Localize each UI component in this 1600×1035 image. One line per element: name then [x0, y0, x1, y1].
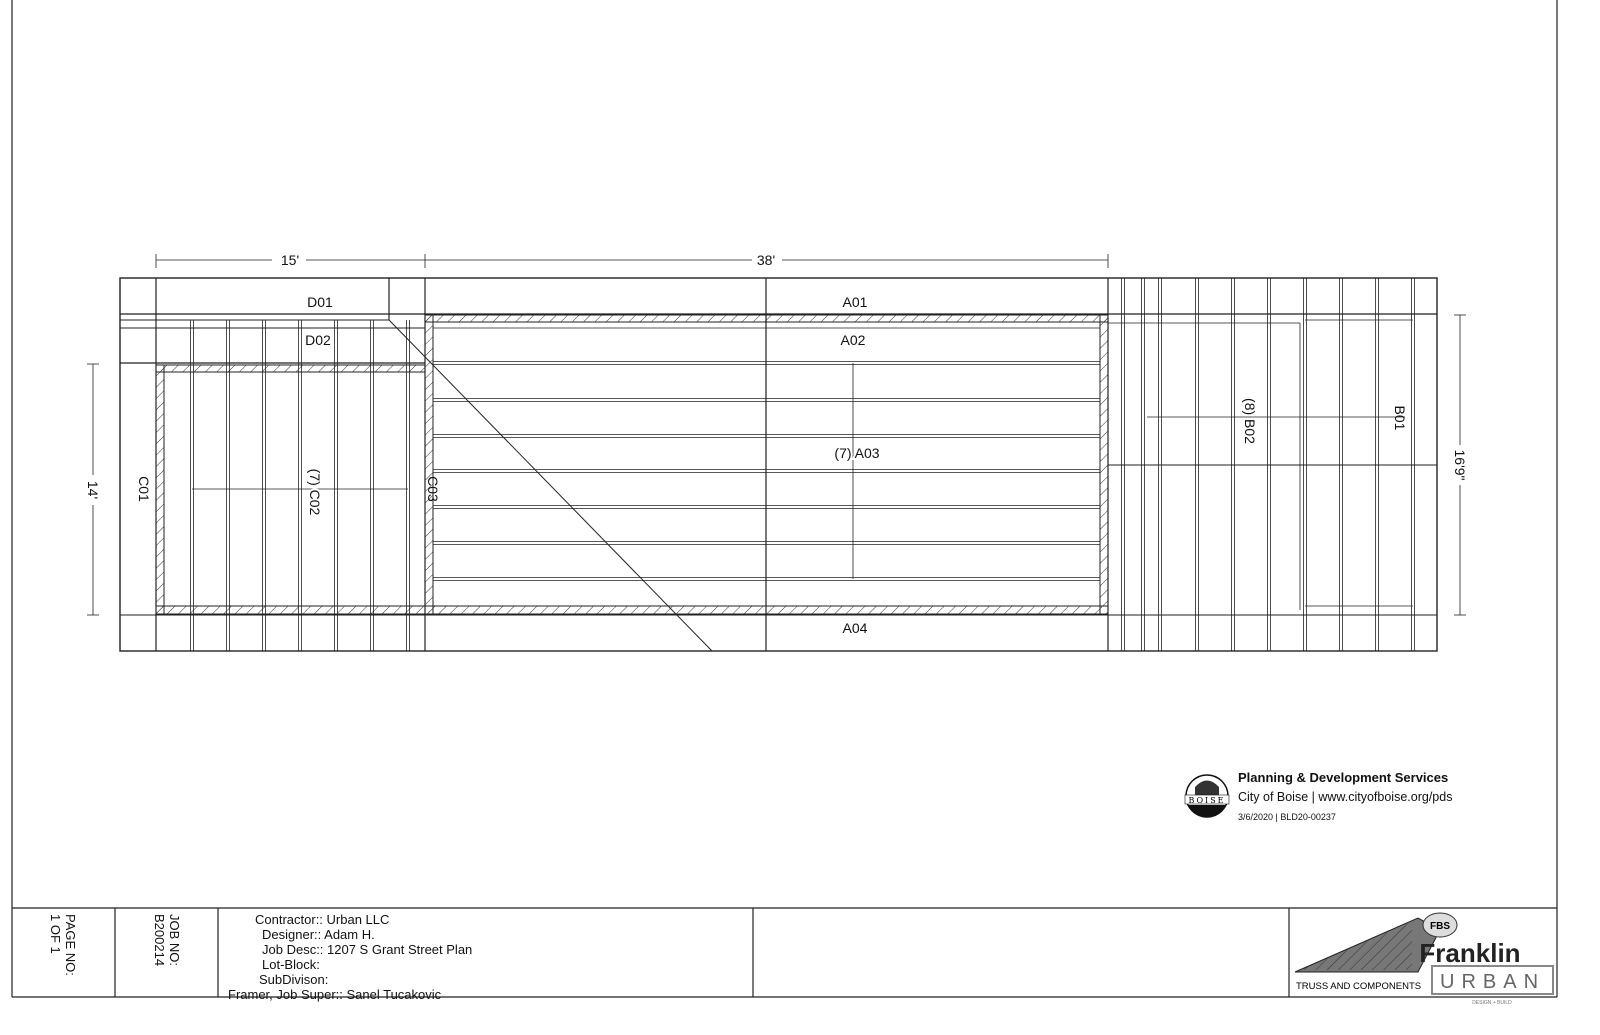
hatch-wall: [155, 364, 165, 615]
truss-label-c01: C01: [136, 476, 152, 502]
job-number-block: JOB NO: B200214: [152, 914, 182, 1004]
hip-line: [388, 319, 713, 652]
stamp-subtitle: City of Boise | www.cityofboise.org/pds: [1238, 790, 1453, 804]
truss-label-a01: A01: [843, 294, 868, 310]
subdivision-field: SubDivison:: [259, 972, 329, 987]
dimension-lines: [87, 254, 1466, 616]
truss-label-a02: A02: [841, 332, 866, 348]
fbs-badge: FBS: [1430, 921, 1450, 932]
stamp-title: Planning & Development Services: [1238, 770, 1449, 785]
truss-label-a04: A04: [843, 620, 868, 636]
hatch-wall: [155, 605, 426, 615]
franklin-truss-logo: FBS Franklin URBAN TRUSS AND COMPONENTS …: [1294, 912, 1554, 1006]
truss-layout-plan: [119, 277, 1438, 652]
job-value: B200214: [152, 914, 167, 967]
dimension-15ft: 15': [281, 252, 299, 268]
page-value: 1 OF 1: [48, 914, 63, 954]
contractor-field: Contractor:: Urban LLC: [255, 912, 390, 927]
dimension-16ft9in: 16'9": [1452, 449, 1468, 480]
dimension-38ft: 38': [757, 252, 775, 268]
page-label: PAGE NO:: [63, 914, 78, 976]
seal-text: BOISE: [1188, 796, 1225, 805]
truss-label-c03: C03: [425, 476, 441, 502]
framer-field: Framer, Job Super:: Sanel Tucakovic: [228, 987, 442, 1002]
truss-label-a03: (7) A03: [834, 445, 879, 461]
job-desc-field: Job Desc:: 1207 S Grant Street Plan: [262, 942, 473, 957]
truss-components-tagline: TRUSS AND COMPONENTS: [1296, 981, 1421, 992]
truss-label-d02: D02: [305, 332, 331, 348]
franklin-wordmark: Franklin: [1419, 938, 1520, 968]
dimension-14ft: 14': [85, 481, 101, 499]
hatch-wall: [155, 364, 426, 373]
job-label: JOB NO:: [167, 914, 182, 967]
city-of-boise-seal: BOISE: [1184, 774, 1230, 818]
page-number-block: PAGE NO: 1 OF 1: [48, 914, 78, 1004]
lot-block-field: Lot-Block:: [262, 957, 320, 972]
hatch-wall: [424, 314, 434, 615]
design-build-tagline: DESIGN + BUILD: [1472, 1000, 1512, 1006]
truss-label-b02: (8) B02: [1242, 398, 1258, 444]
truss-label-b01: B01: [1392, 406, 1408, 431]
hatch-wall: [1099, 314, 1109, 615]
sheet-border: [11, 0, 1558, 998]
urban-wordmark: URBAN: [1440, 971, 1545, 993]
truss-label-d01: D01: [307, 294, 333, 310]
designer-field: Designer:: Adam H.: [262, 927, 375, 942]
stamp-permit-id: 3/6/2020 | BLD20-00237: [1238, 812, 1336, 822]
truss-label-c02: (7) C02: [307, 469, 323, 516]
